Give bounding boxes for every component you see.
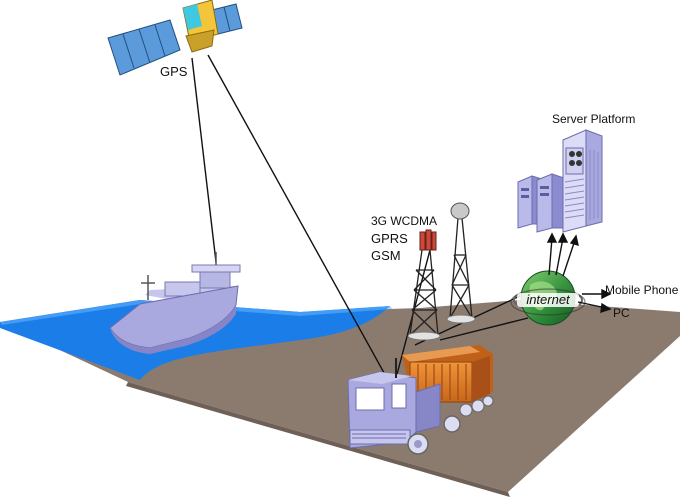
internet-label-bg (517, 293, 579, 307)
cell-tower-base (407, 331, 441, 341)
antenna-panels (419, 229, 437, 251)
dish-icon (450, 202, 470, 220)
gps-label: GPS (160, 64, 188, 79)
dish-tower-base (446, 314, 476, 324)
server-platform-label: Server Platform (552, 112, 636, 126)
ship-icon (109, 252, 241, 354)
server-icon (517, 129, 603, 233)
globe-icon (510, 270, 586, 326)
truck-icon (347, 345, 494, 455)
network-gprs-label: GPRS (371, 231, 408, 246)
satellite-icon (107, 0, 243, 76)
dish-tower-icon (449, 217, 473, 319)
ground-edge (126, 382, 510, 497)
internet-label: internet (526, 292, 571, 307)
network-gsm-label: GSM (371, 248, 401, 263)
pc-label: PC (613, 306, 630, 320)
cell-tower-icon (409, 249, 439, 336)
network-3g-label: 3G WCDMA (371, 214, 437, 228)
globe-arrows (546, 232, 612, 314)
mobile-phone-label: Mobile Phone (605, 283, 679, 297)
